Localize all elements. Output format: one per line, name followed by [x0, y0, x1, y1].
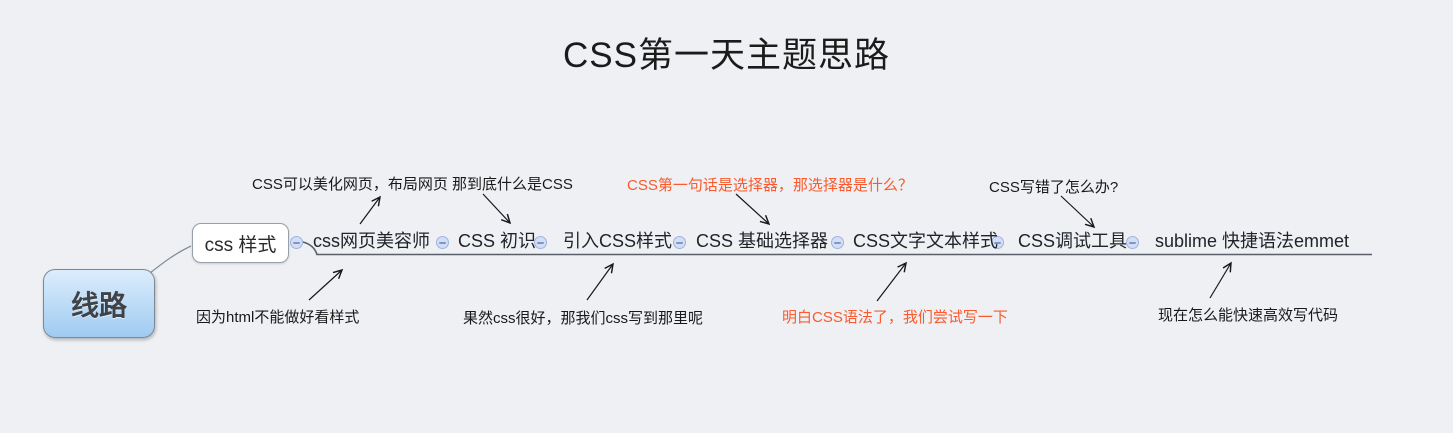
root-branch-connector	[149, 245, 192, 274]
arrow-to-topic-selectors	[735, 193, 771, 226]
annotation-html-cannot-style: 因为html不能做好看样式	[196, 309, 360, 326]
topic-css-beautician[interactable]: css网页美容师	[313, 231, 430, 251]
minus-icon	[293, 241, 300, 244]
minus-icon	[834, 241, 841, 244]
arrow-to-annotation-beautify	[359, 195, 381, 225]
annotation-write-code-fast: 现在怎么能快速高效写代码	[1158, 307, 1339, 324]
annotation-css-wrong: CSS写错了怎么办?	[989, 179, 1119, 196]
arrow-to-topic-text-styles	[876, 261, 907, 302]
minus-icon	[537, 241, 544, 244]
topic-debug-tools[interactable]: CSS调试工具	[1018, 231, 1128, 251]
annotation-beautify-webpage: CSS可以美化网页，布局网页	[252, 176, 448, 193]
annotation-what-is-selector: CSS第一句话是选择器，那选择器是什么？	[627, 177, 913, 194]
minus-icon	[439, 241, 446, 244]
collapse-icon[interactable]	[290, 236, 303, 249]
collapse-icon[interactable]	[1126, 236, 1139, 249]
branch-node-css-style[interactable]: css 样式	[192, 223, 289, 263]
topic-css-first-look[interactable]: CSS 初识	[458, 231, 537, 251]
minus-icon	[676, 241, 683, 244]
minus-icon	[1129, 241, 1136, 244]
annotation-try-write-css: 明白CSS语法了，我们尝试写一下	[782, 309, 1008, 326]
arrow-to-topic-beautician	[308, 268, 344, 301]
root-node[interactable]: 线路	[43, 269, 155, 338]
root-node-label: 线路	[70, 289, 127, 321]
minus-icon	[994, 241, 1001, 244]
branch-node-label: css 样式	[204, 234, 277, 256]
arrow-to-topic-import-css	[586, 262, 614, 301]
topic-basic-selectors[interactable]: CSS 基础选择器	[696, 231, 829, 251]
page-title: CSS第一天主题思路	[563, 36, 890, 75]
topic-text-styles[interactable]: CSS文字文本样式	[853, 231, 999, 251]
topic-import-css[interactable]: 引入CSS样式	[563, 231, 673, 251]
arrow-to-topic-sublime	[1209, 261, 1232, 299]
collapse-icon[interactable]	[436, 236, 449, 249]
collapse-icon[interactable]	[534, 236, 547, 249]
collapse-icon[interactable]	[673, 236, 686, 249]
annotation-where-write-css: 果然css很好，那我们css写到那里呢	[463, 310, 704, 327]
topic-sublime-emmet[interactable]: sublime 快捷语法emmet	[1155, 231, 1350, 251]
arrow-to-topic-first-look	[482, 193, 512, 225]
arrow-to-topic-debug-tools	[1060, 195, 1096, 229]
annotation-what-is-css: 那到底什么是CSS	[452, 176, 573, 193]
collapse-icon[interactable]	[831, 236, 844, 249]
collapse-icon[interactable]	[991, 236, 1004, 249]
